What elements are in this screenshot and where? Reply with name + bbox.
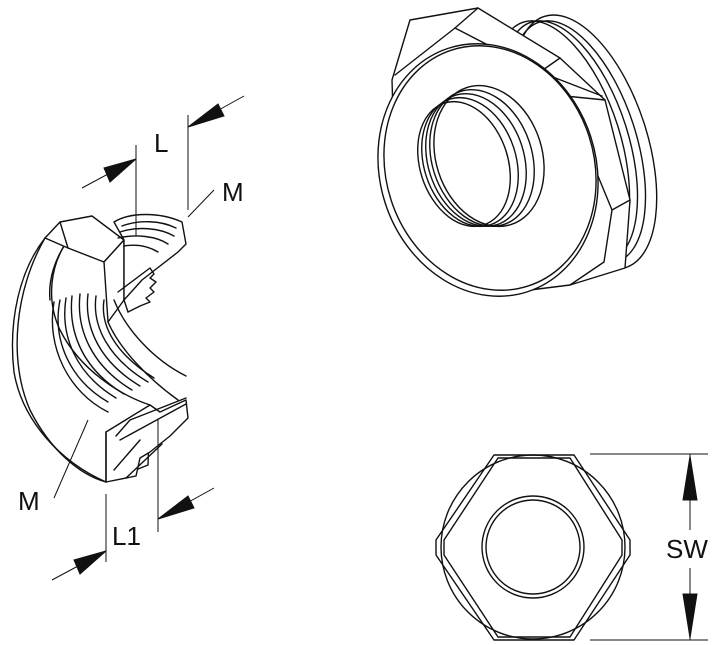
label-length-top: L: [154, 128, 168, 158]
label-thread-top: M: [222, 177, 244, 207]
isometric-view: [377, 7, 658, 297]
front-view: SW: [435, 453, 708, 641]
sectional-cutaway-view: L M M L1: [11, 95, 245, 581]
label-length-bottom: L1: [112, 521, 141, 551]
label-wrench-size: SW: [666, 534, 708, 564]
label-thread-bottom: M: [18, 486, 40, 516]
